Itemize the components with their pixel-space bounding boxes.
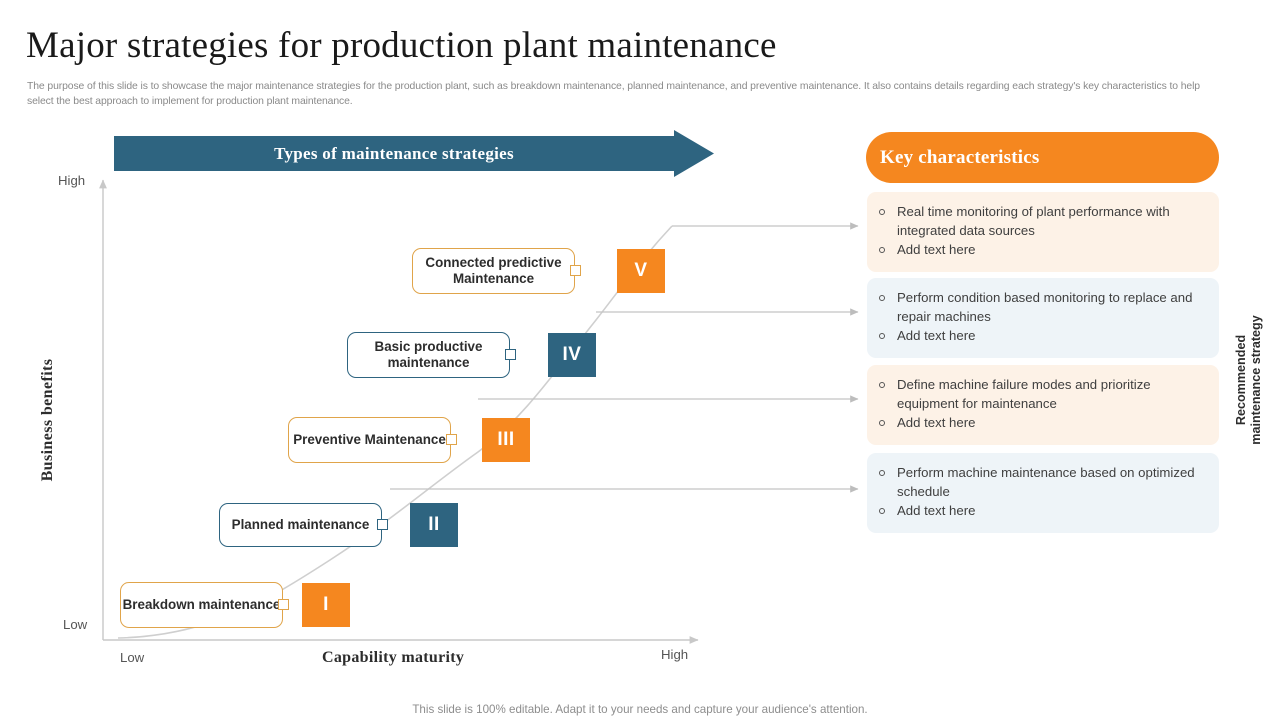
numeral-box-1[interactable]: I (302, 583, 350, 627)
connector-node-1 (278, 599, 289, 610)
strategy-box-planned[interactable]: Planned maintenance (219, 503, 382, 547)
right-axis-title-line1: Recommended (1234, 334, 1248, 426)
numeral-label: I (323, 594, 329, 615)
y-axis-title: Business benefits (39, 358, 56, 482)
connector-node-5 (570, 265, 581, 276)
list-item: Add text here (879, 241, 1205, 260)
list-item: Real time monitoring of plant performanc… (879, 203, 1205, 240)
strategy-label: Breakdown maintenance (122, 596, 281, 612)
y-axis-tick-high: High (58, 173, 86, 188)
right-axis-title-line2: maintenance strategy (1249, 315, 1263, 445)
x-axis-tick-high: High (661, 647, 689, 662)
bullet-circle-icon (879, 209, 885, 215)
characteristic-card-4[interactable]: Perform machine maintenance based on opt… (867, 453, 1219, 533)
connector-node-4 (505, 349, 516, 360)
numeral-label: IV (562, 344, 582, 365)
banner-arrow-icon (114, 130, 714, 177)
types-banner: Types of maintenance strategies (114, 130, 714, 177)
footer-note: This slide is 100% editable. Adapt it to… (412, 703, 868, 716)
bullet-circle-icon (879, 420, 885, 426)
banner-label: Types of maintenance strategies (274, 143, 514, 163)
bullet-circle-icon (879, 333, 885, 339)
strategy-label: Connected predictive Maintenance (425, 254, 562, 287)
x-axis-tick-low: Low (120, 650, 145, 665)
bullet-circle-icon (879, 247, 885, 253)
numeral-label: III (497, 429, 515, 450)
list-item: Add text here (879, 502, 1205, 521)
numeral-label: II (428, 514, 440, 535)
list-item: Add text here (879, 414, 1205, 433)
strategy-label: Preventive Maintenance (293, 431, 446, 447)
key-characteristics-header: Key characteristics (866, 132, 1219, 183)
bullet-circle-icon (879, 508, 885, 514)
bullet-text: Add text here (897, 242, 976, 257)
strategy-box-connected-predictive[interactable]: Connected predictive Maintenance (412, 248, 575, 294)
numeral-label: V (634, 260, 648, 281)
bullet-text: Perform machine maintenance based on opt… (897, 465, 1195, 499)
y-axis-tick-low: Low (63, 617, 88, 632)
numeral-box-4[interactable]: IV (548, 333, 596, 377)
x-axis-title: Capability maturity (322, 649, 465, 666)
page-subtitle: The purpose of this slide is to showcase… (27, 81, 1200, 107)
characteristic-card-1[interactable]: Real time monitoring of plant performanc… (867, 192, 1219, 272)
list-item: Perform condition based monitoring to re… (879, 289, 1205, 326)
bullet-text: Add text here (897, 328, 976, 343)
connector-node-2 (377, 519, 388, 530)
numeral-box-5[interactable]: V (617, 249, 665, 293)
bullet-circle-icon (879, 470, 885, 476)
numeral-box-3[interactable]: III (482, 418, 530, 462)
bullet-text: Add text here (897, 415, 976, 430)
characteristic-card-2[interactable]: Perform condition based monitoring to re… (867, 278, 1219, 358)
key-characteristics-title: Key characteristics (880, 146, 1040, 168)
numeral-box-2[interactable]: II (410, 503, 458, 547)
bullet-text: Add text here (897, 503, 976, 518)
page-title: Major strategies for production plant ma… (26, 25, 777, 66)
bullet-text: Real time monitoring of plant performanc… (897, 204, 1170, 238)
bullet-text: Perform condition based monitoring to re… (897, 290, 1193, 324)
right-axis-title: Recommended maintenance strategy (1234, 315, 1264, 445)
strategy-box-breakdown[interactable]: Breakdown maintenance (120, 582, 283, 628)
list-item: Add text here (879, 327, 1205, 346)
list-item: Perform machine maintenance based on opt… (879, 464, 1205, 501)
list-item: Define machine failure modes and priorit… (879, 376, 1205, 413)
bullet-circle-icon (879, 295, 885, 301)
characteristic-card-3[interactable]: Define machine failure modes and priorit… (867, 365, 1219, 445)
strategy-box-preventive[interactable]: Preventive Maintenance (288, 417, 451, 463)
bullet-text: Define machine failure modes and priorit… (897, 377, 1151, 411)
strategy-box-basic-productive[interactable]: Basic productive maintenance (347, 332, 510, 378)
strategy-label: Planned maintenance (231, 516, 370, 532)
bullet-circle-icon (879, 382, 885, 388)
connector-node-3 (446, 434, 457, 445)
strategy-label: Basic productive maintenance (374, 338, 483, 371)
